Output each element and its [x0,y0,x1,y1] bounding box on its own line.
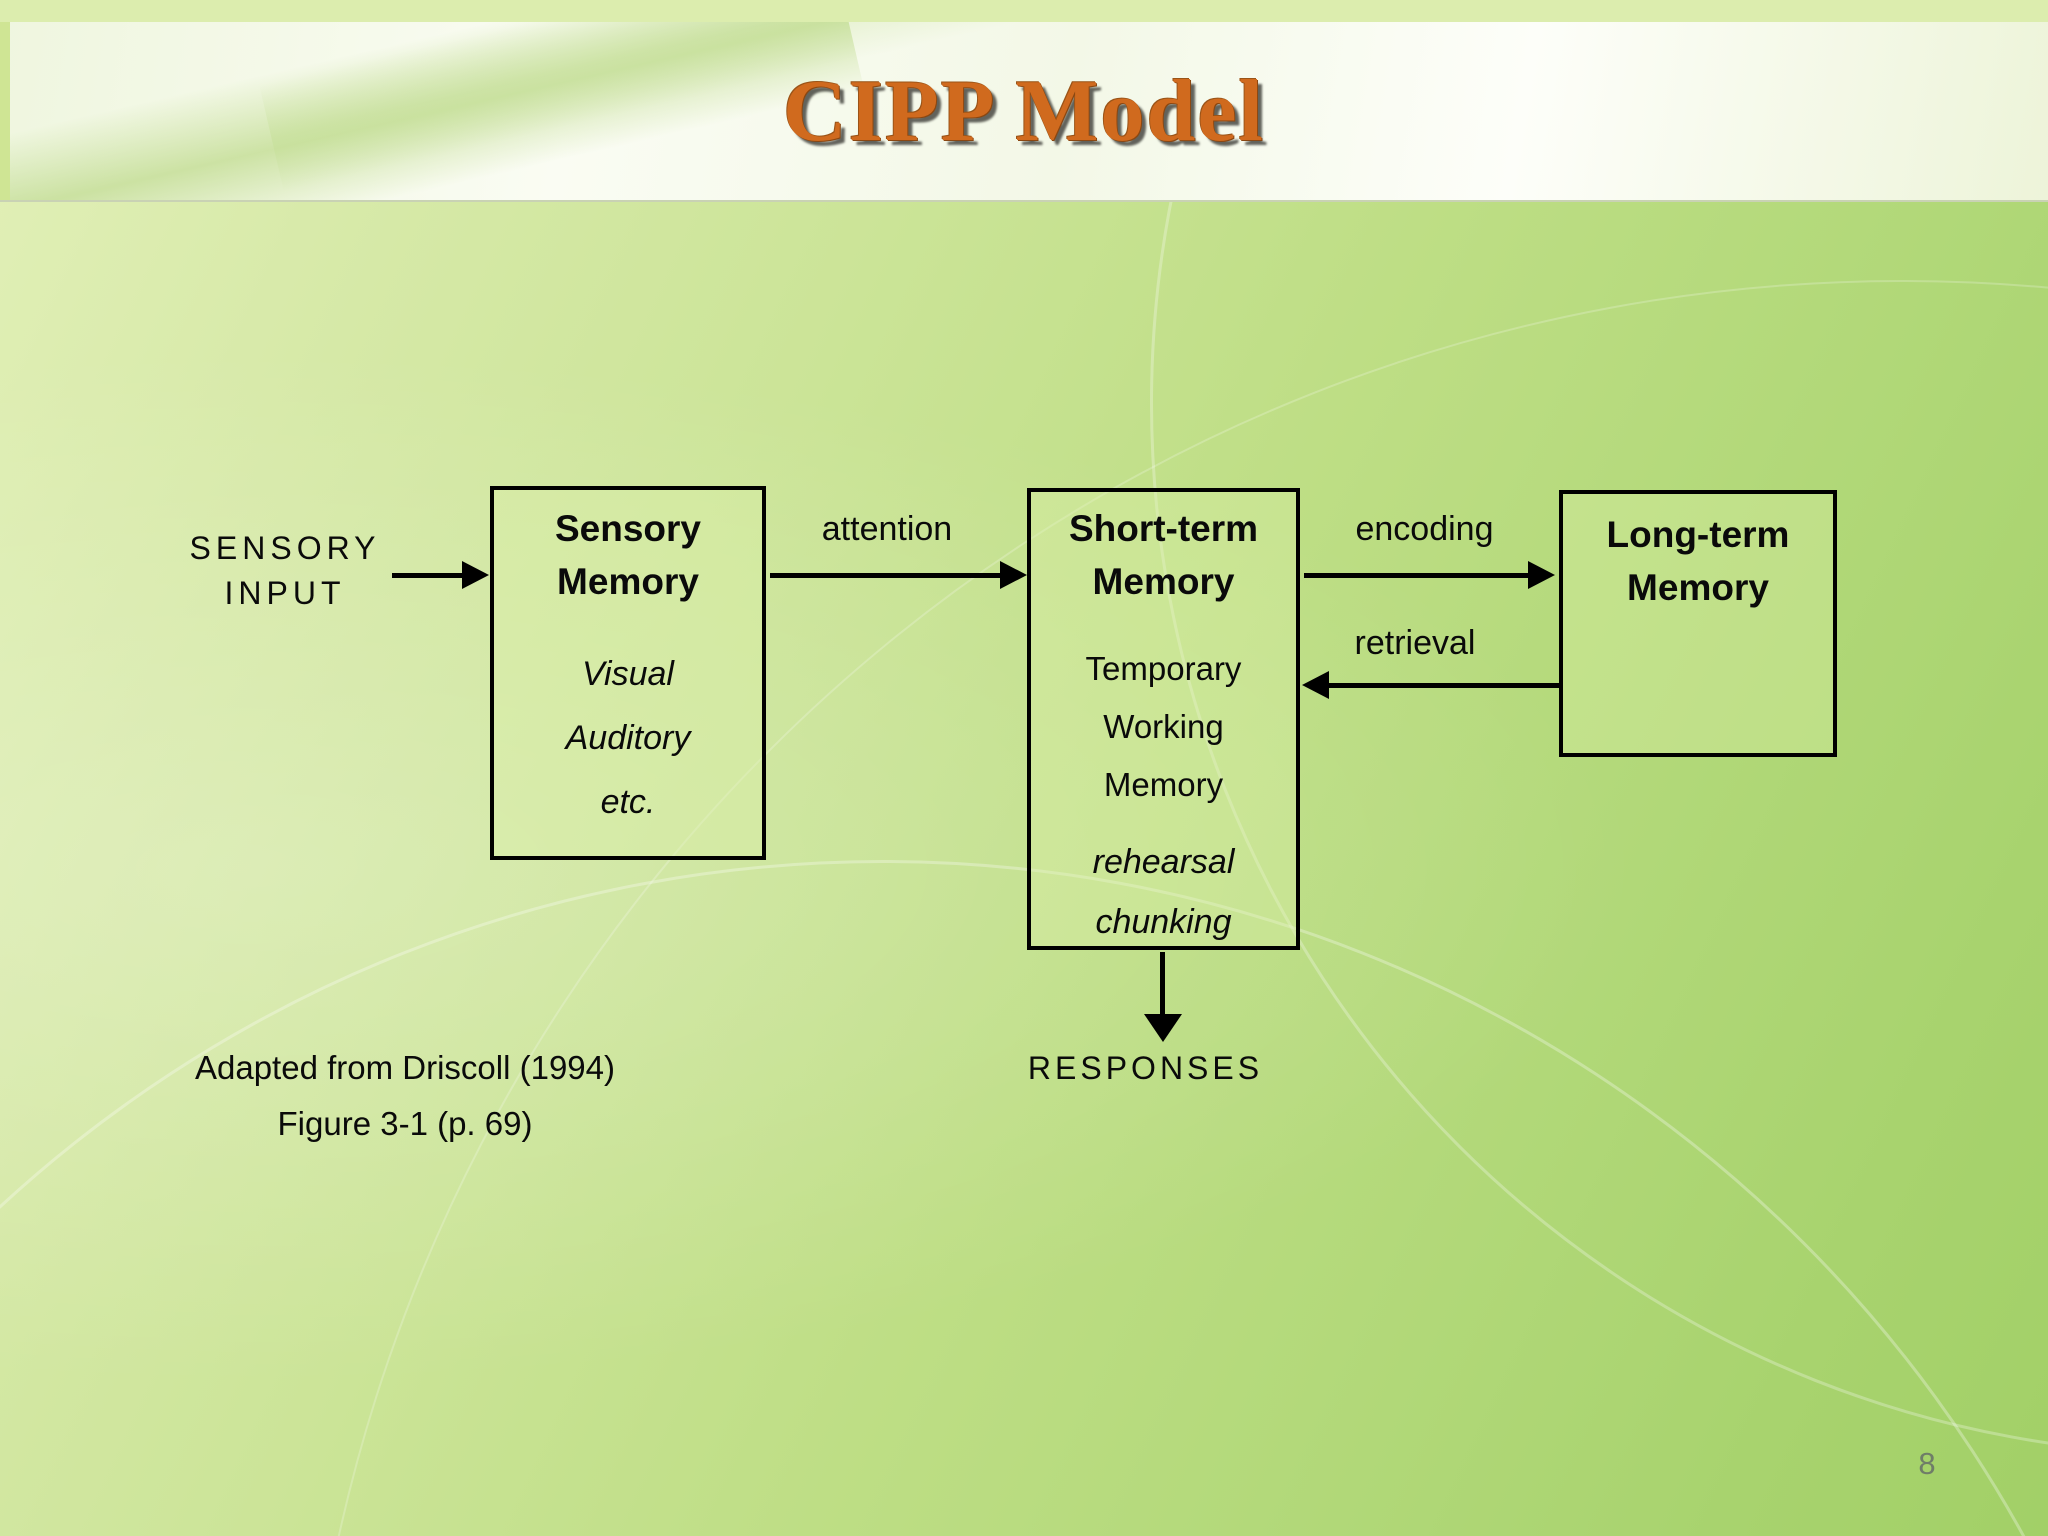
long-term-title-line1: Long-term [1606,514,1790,555]
encoding-arrow-head [1528,561,1555,589]
top-strip [0,0,2048,22]
sensory-item-auditory: Auditory [565,719,691,757]
input-arrow-head [462,561,489,589]
retrieval-arrow-line [1328,683,1559,688]
sensory-title-line2: Memory [557,561,699,602]
long-term-title: Long-term Memory [1607,508,1790,614]
short-term-body-line1: Temporary [1085,650,1242,687]
responses-arrow-line [1160,952,1165,1016]
citation: Adapted from Driscoll (1994) Figure 3-1 … [165,1040,645,1152]
short-term-title-line2: Memory [1092,561,1235,602]
sensory-input-line1: SENSORY [189,530,381,566]
short-term-title: Short-term Memory [1069,502,1258,608]
short-term-title-line1: Short-term [1068,508,1259,549]
citation-line1: Adapted from Driscoll (1994) [194,1049,615,1086]
citation-line2: Figure 3-1 (p. 69) [277,1105,533,1142]
sensory-item-etc: etc. [600,783,656,821]
attention-arrow-head [1000,561,1027,589]
sensory-item-visual: Visual [581,655,674,693]
encoding-arrow-line [1304,573,1532,578]
input-arrow-line [392,573,464,578]
short-term-process-chunking: chunking [1095,903,1232,941]
sensory-memory-items: Visual Auditory etc. [566,642,691,834]
long-term-memory-box: Long-term Memory [1559,490,1837,757]
page-number: 8 [1918,1446,1936,1481]
sensory-title-line1: Sensory [554,508,701,549]
long-term-title-line2: Memory [1627,567,1769,608]
page-title: CIPP Model [783,62,1265,160]
short-term-processes: rehearsal chunking [1093,832,1235,952]
header-band: CIPP Model [0,22,2048,202]
short-term-body: Temporary Working Memory [1086,640,1242,814]
sensory-memory-box: Sensory Memory Visual Auditory etc. [490,486,766,860]
sensory-input-line2: INPUT [224,575,346,611]
attention-label: attention [821,510,953,548]
retrieval-arrow-head [1302,671,1329,699]
short-term-body-line3: Memory [1103,766,1224,803]
background-arc [0,860,2048,1536]
sensory-input-label: SENSORY INPUT [170,526,400,616]
header-left-strip [0,22,10,200]
background-glow [0,200,2048,1536]
sensory-memory-title: Sensory Memory [555,502,701,608]
responses-label: RESPONSES [1027,1050,1264,1086]
short-term-memory-box: Short-term Memory Temporary Working Memo… [1027,488,1300,950]
retrieval-label: retrieval [1354,624,1476,662]
responses-arrow-head [1144,1014,1182,1042]
header-streak [0,22,865,200]
short-term-body-line2: Working [1103,708,1224,745]
attention-arrow-line [770,573,1002,578]
short-term-process-rehearsal: rehearsal [1092,843,1235,881]
encoding-label: encoding [1355,510,1494,548]
